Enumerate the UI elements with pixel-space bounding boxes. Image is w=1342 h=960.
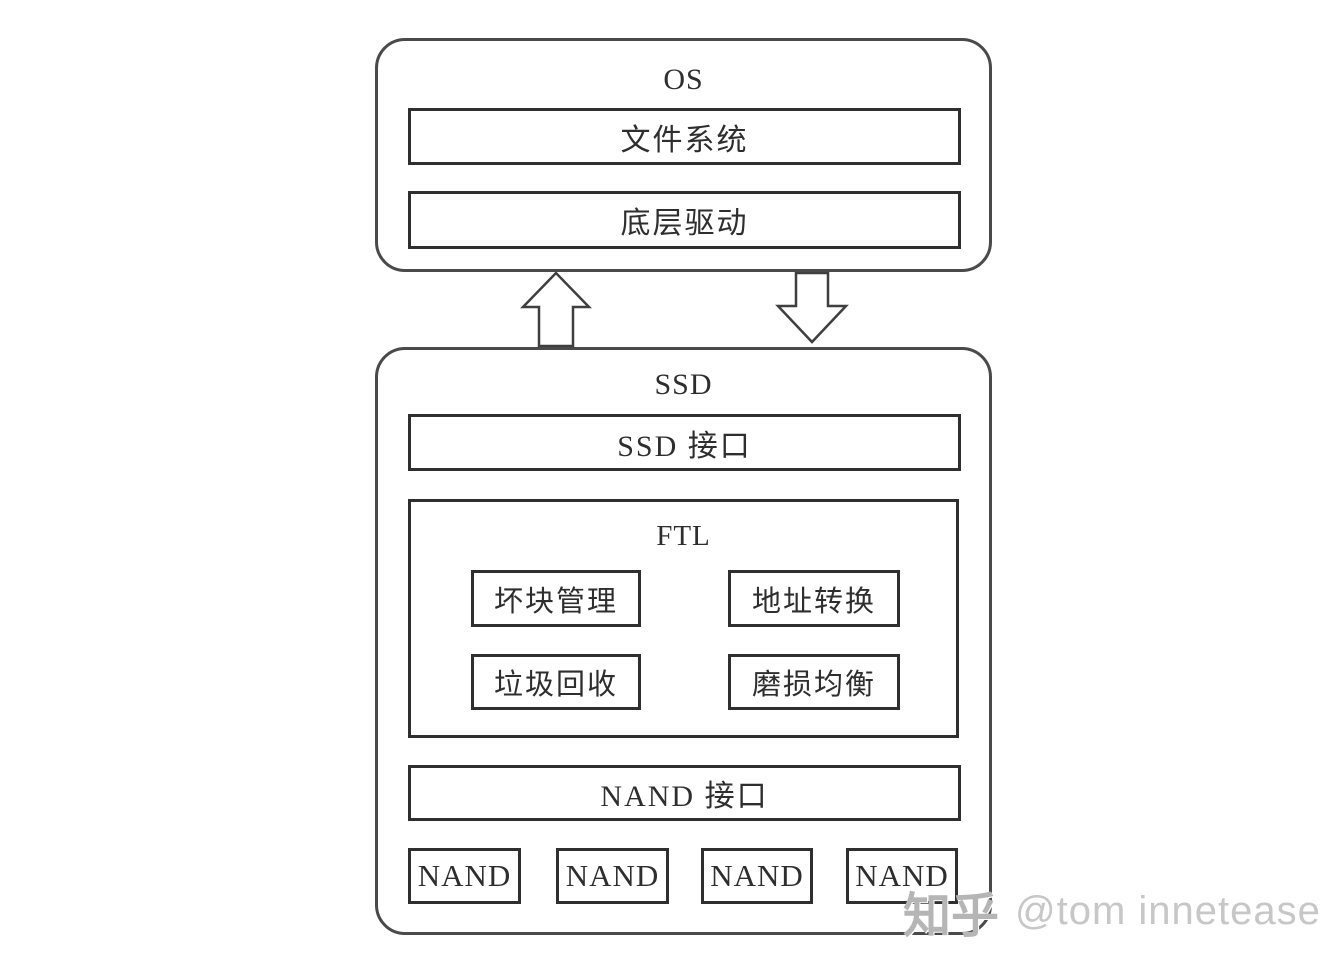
- ftl-module-address-translation: 地址转换: [728, 570, 900, 627]
- wear-leveling-label: 磨损均衡: [751, 669, 876, 701]
- nand-interface-layer: NAND 接口: [408, 765, 961, 821]
- os-layer-file-system: 文件系统: [408, 108, 961, 165]
- ftl-module-bad-block-management: 坏块管理: [471, 570, 641, 627]
- ftl-title: FTL: [656, 520, 711, 552]
- ssd-box: SSD SSD 接口 FTL 坏块管理 地址转换 垃圾回收 磨损均衡 NAND …: [375, 347, 992, 935]
- nand-chip-1: NAND: [408, 848, 521, 904]
- nand-chip-3-label: NAND: [710, 858, 804, 893]
- nand-chip-4: NAND: [846, 848, 958, 904]
- nand-chip-3: NAND: [701, 848, 813, 904]
- os-box: OS 文件系统 底层驱动: [375, 38, 992, 272]
- os-layer-low-level-driver: 底层驱动: [408, 191, 961, 249]
- ssd-interface-label: SSD 接口: [617, 429, 752, 463]
- nand-chip-2-label: NAND: [565, 858, 660, 893]
- nand-chip-2: NAND: [556, 848, 669, 904]
- nand-chip-4-label: NAND: [855, 858, 949, 893]
- ftl-module-wear-leveling: 磨损均衡: [728, 654, 900, 710]
- up-arrow-icon: [520, 271, 592, 348]
- low-level-driver-label: 底层驱动: [620, 207, 749, 240]
- watermark-handle: @tom innetease: [1015, 888, 1321, 933]
- ssd-interface-layer: SSD 接口: [408, 414, 961, 471]
- nand-interface-label: NAND 接口: [600, 780, 769, 813]
- file-system-label: 文件系统: [620, 123, 749, 157]
- bad-block-management-label: 坏块管理: [493, 585, 618, 618]
- ssd-title: SSD: [654, 368, 713, 401]
- nand-chip-1-label: NAND: [417, 858, 512, 893]
- garbage-collection-label: 垃圾回收: [493, 669, 618, 701]
- down-arrow-icon: [775, 272, 849, 344]
- ftl-module-garbage-collection: 垃圾回收: [471, 654, 641, 710]
- address-translation-label: 地址转换: [751, 585, 876, 618]
- os-title: OS: [663, 63, 704, 96]
- ftl-box: FTL 坏块管理 地址转换 垃圾回收 磨损均衡: [408, 499, 959, 738]
